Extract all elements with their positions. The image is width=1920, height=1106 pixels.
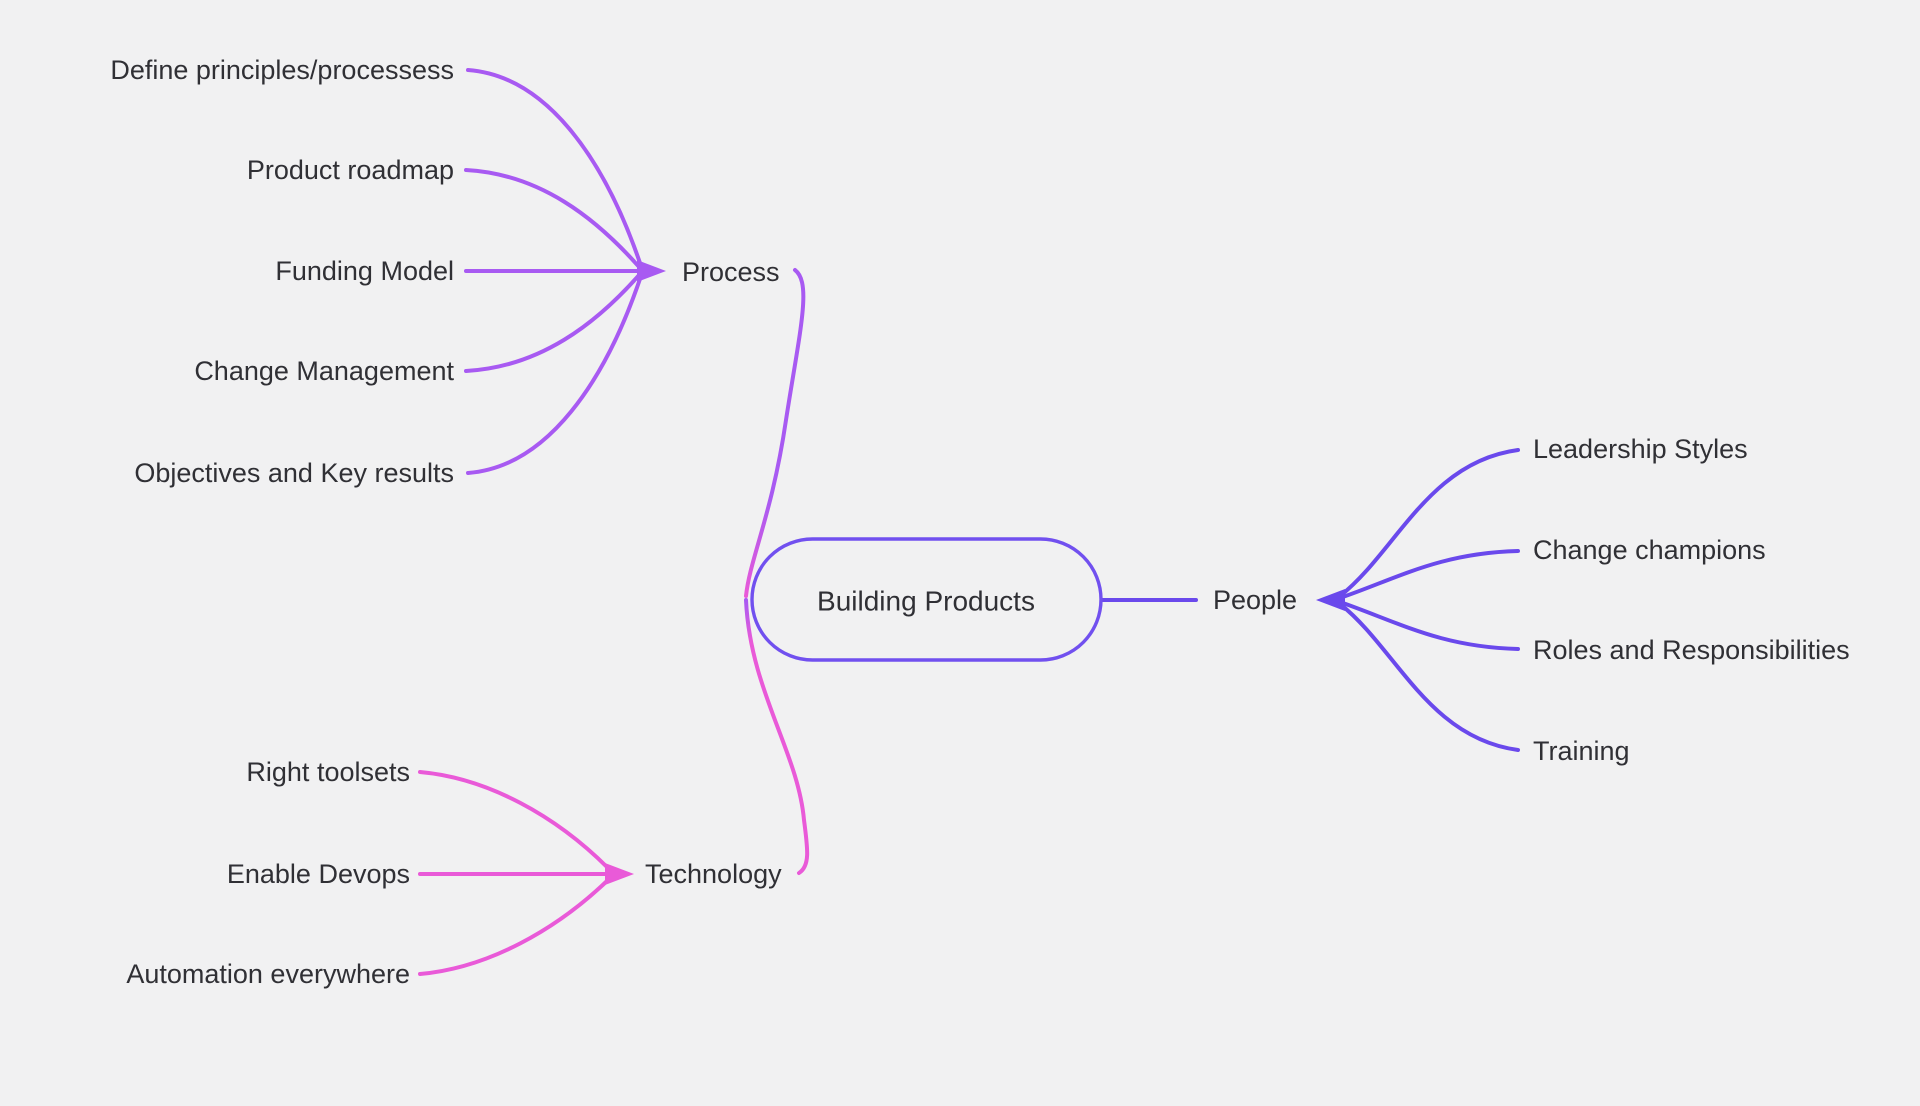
process-arrowhead-icon bbox=[637, 260, 666, 282]
branch-label-people[interactable]: People bbox=[1213, 585, 1297, 615]
branch-label-process[interactable]: Process bbox=[682, 257, 780, 287]
curve-leadership-styles bbox=[1338, 448, 1520, 598]
curve-automation-everywhere bbox=[418, 878, 610, 976]
root-node[interactable] bbox=[750, 537, 1103, 662]
leaf-label-objectives[interactable]: Objectives and Key results bbox=[134, 458, 454, 488]
people-branch bbox=[1316, 448, 1520, 752]
leaf-label-roles-responsibilities[interactable]: Roles and Responsibilities bbox=[1533, 635, 1850, 665]
technology-arrowhead-icon bbox=[605, 863, 634, 885]
people-arrowhead-icon bbox=[1316, 589, 1345, 611]
curve-change-champions bbox=[1338, 549, 1520, 600]
leaf-label-automation-everywhere[interactable]: Automation everywhere bbox=[126, 959, 410, 989]
leaf-label-right-toolsets[interactable]: Right toolsets bbox=[246, 757, 410, 787]
leaf-label-leadership-styles[interactable]: Leadership Styles bbox=[1533, 434, 1748, 464]
leaf-label-define-principles[interactable]: Define principles/processess bbox=[110, 55, 454, 85]
leaf-label-enable-devops[interactable]: Enable Devops bbox=[227, 859, 410, 889]
curve-roles-responsibilities bbox=[1338, 600, 1520, 651]
root-node-label[interactable]: Building Products bbox=[817, 586, 1035, 617]
curve-define-principles bbox=[466, 68, 643, 268]
leaf-label-product-roadmap[interactable]: Product roadmap bbox=[247, 155, 454, 185]
leaf-label-funding-model[interactable]: Funding Model bbox=[275, 256, 454, 286]
link-root-to-technology bbox=[744, 598, 810, 875]
process-branch bbox=[464, 68, 666, 475]
leaf-label-change-management[interactable]: Change Management bbox=[194, 356, 454, 386]
curve-change-management bbox=[464, 272, 642, 373]
curve-product-roadmap bbox=[464, 168, 642, 270]
link-root-to-process bbox=[744, 268, 806, 598]
curve-training bbox=[1338, 602, 1520, 752]
leaf-label-change-champions[interactable]: Change champions bbox=[1533, 535, 1766, 565]
branch-label-technology[interactable]: Technology bbox=[645, 859, 782, 889]
leaf-label-training[interactable]: Training bbox=[1533, 736, 1630, 766]
curve-objectives bbox=[466, 274, 643, 475]
curve-right-toolsets bbox=[418, 770, 610, 870]
technology-branch bbox=[418, 770, 634, 976]
